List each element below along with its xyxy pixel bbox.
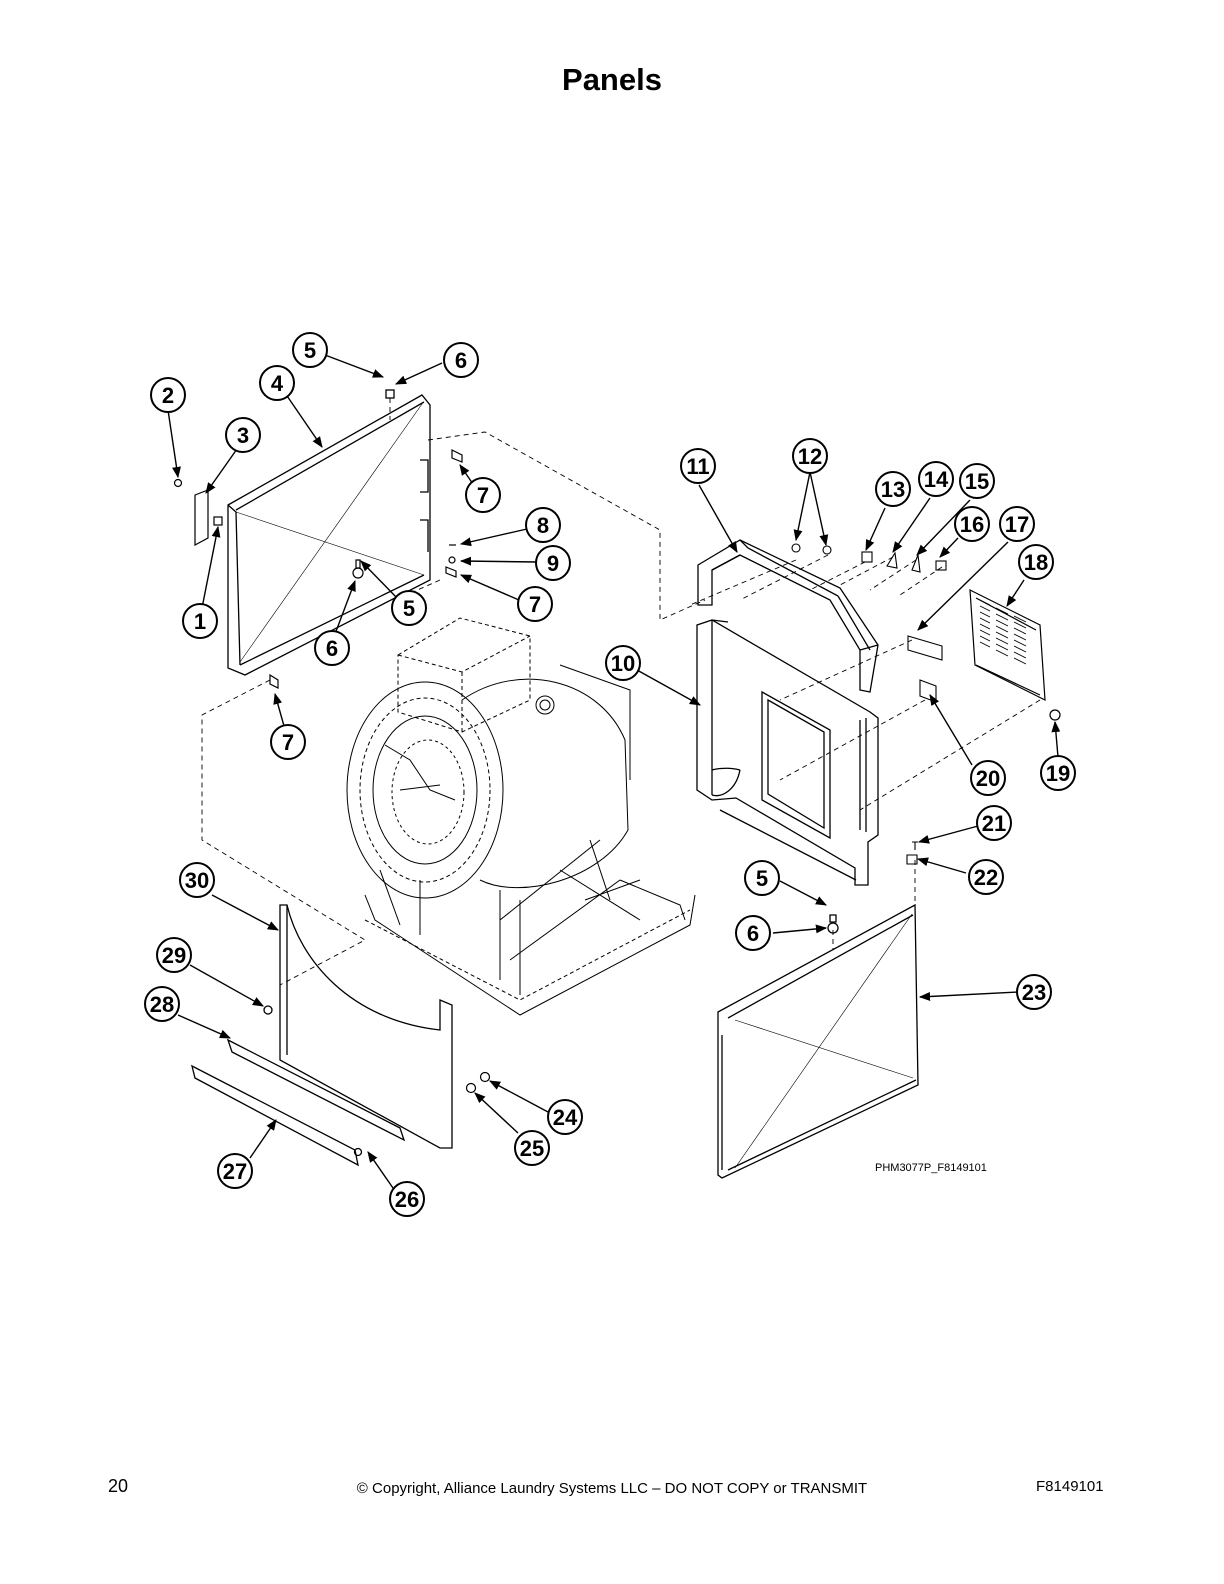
callout-6: 6 xyxy=(747,921,759,946)
callout-1: 1 xyxy=(194,609,206,634)
rails-27-28 xyxy=(191,1038,406,1167)
callout-17: 17 xyxy=(1005,512,1029,537)
callout-11: 11 xyxy=(686,454,709,479)
callout-5: 5 xyxy=(304,338,316,363)
side-panel-23 xyxy=(717,903,919,1179)
callout-20: 20 xyxy=(976,766,1000,791)
drawing-id: PHM3077P_F8149101 xyxy=(875,1162,987,1174)
label-plates-12-20 xyxy=(791,543,947,703)
callout-12: 12 xyxy=(798,444,822,469)
callout-14: 14 xyxy=(924,467,949,492)
callout-26: 26 xyxy=(395,1187,419,1212)
lower-panel-30 xyxy=(263,904,453,1149)
callout-7: 7 xyxy=(282,730,294,755)
fasteners-21-22 xyxy=(906,841,918,865)
callout-7: 7 xyxy=(529,592,541,617)
callout-3: 3 xyxy=(237,423,249,448)
callout-19: 19 xyxy=(1046,761,1070,786)
callout-5: 5 xyxy=(403,596,415,621)
bracket-parts-1-3 xyxy=(173,478,223,547)
grille-18 xyxy=(969,588,1061,721)
fasteners-upper xyxy=(269,449,463,689)
callout-15: 15 xyxy=(965,469,989,494)
callout-4: 4 xyxy=(271,371,284,396)
callout-21: 21 xyxy=(982,811,1006,836)
callout-16: 16 xyxy=(960,512,984,537)
fasteners-24-25 xyxy=(465,1071,491,1094)
callout-bubbles xyxy=(144,332,1076,1217)
callout-23: 23 xyxy=(1022,980,1046,1005)
callout-7: 7 xyxy=(477,483,489,508)
document-code: F8149101 xyxy=(1036,1478,1104,1495)
callout-25: 25 xyxy=(520,1136,544,1161)
callout-8: 8 xyxy=(537,513,549,538)
callout-22: 22 xyxy=(974,865,998,890)
callout-6: 6 xyxy=(326,636,338,661)
alignment-guides xyxy=(201,398,1041,986)
callout-13: 13 xyxy=(881,477,905,502)
callout-5: 5 xyxy=(756,866,768,891)
callout-9: 9 xyxy=(547,551,559,576)
callout-2: 2 xyxy=(162,383,174,408)
callout-18: 18 xyxy=(1024,550,1048,575)
callout-10: 10 xyxy=(611,651,635,676)
top-cover-11 xyxy=(697,539,879,693)
front-panel-10 xyxy=(696,619,879,886)
callout-28: 28 xyxy=(150,992,174,1017)
callout-27: 27 xyxy=(223,1159,247,1184)
panel-4 xyxy=(227,389,431,676)
callout-29: 29 xyxy=(162,943,186,968)
callout-30: 30 xyxy=(185,868,209,893)
machine-body-outline xyxy=(346,617,696,1016)
callout-6: 6 xyxy=(455,348,467,373)
leader-lines xyxy=(167,354,1061,1189)
copyright-notice: © Copyright, Alliance Laundry Systems LL… xyxy=(356,1480,868,1497)
page-number: 20 xyxy=(108,1476,129,1496)
page-title: Panels xyxy=(562,62,662,97)
callout-24: 24 xyxy=(553,1105,578,1130)
